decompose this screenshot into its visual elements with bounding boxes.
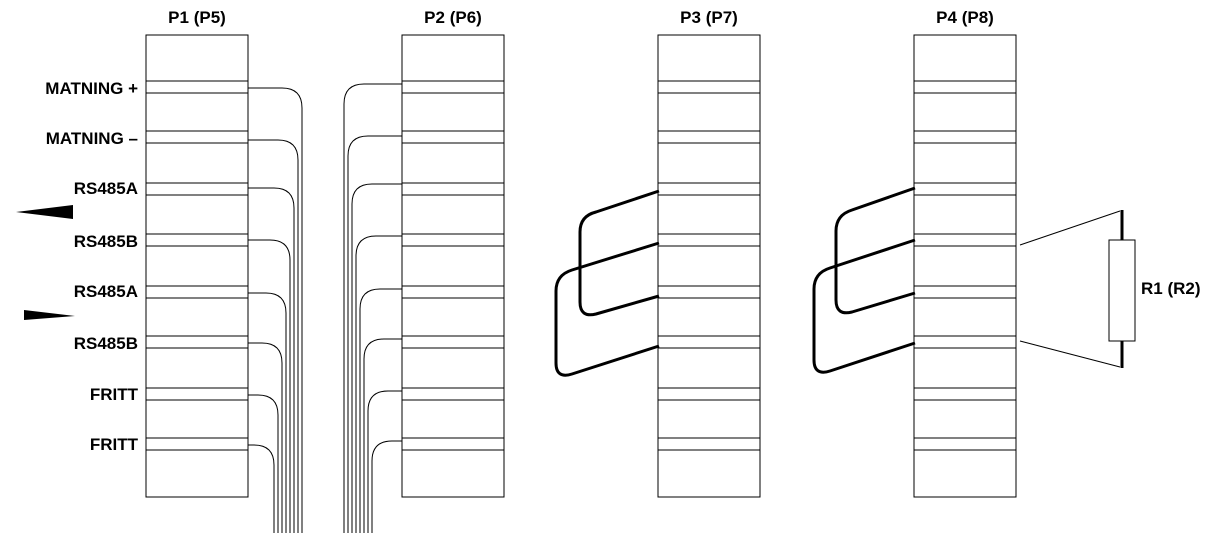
wire-p1-8 [248,444,275,533]
wire-p2-3 [351,183,402,533]
wire-p1-3 [248,187,295,533]
jumper-p3-a [578,189,660,317]
terminal-block-p2 [401,34,505,498]
wire-p2-2 [347,135,402,533]
pin-label-rs485a-out: RS485A [74,282,138,301]
wire-p1-5 [248,292,287,533]
cable-wires [248,83,402,533]
wire-p2-4 [355,235,402,533]
jumpers-p3 [554,189,660,377]
jumper-p4-a [834,186,916,315]
jumper-p4-b [812,238,916,374]
jumper-p3-b [554,241,660,377]
terminal-block-p3 [657,34,761,498]
resistor-label: R1 (R2) [1141,279,1201,298]
arrow-out-icon [24,310,75,320]
pin-label-rs485b-out: RS485B [74,334,138,353]
pin-label-matning-plus: MATNING + [45,79,138,98]
arrow-in-icon [16,205,73,219]
jumpers-p4 [812,186,916,374]
termination-resistor [1019,210,1136,368]
wire-p2-8 [371,440,402,533]
wire-p1-7 [248,394,279,533]
resistor-body [1108,239,1136,342]
wire-p1-4 [248,239,291,533]
wire-p1-6 [248,342,283,533]
pin-label-fritt-1: FRITT [90,385,139,404]
wire-p1-2 [248,139,299,533]
terminal-slots [146,80,1016,451]
pin-label-fritt-2: FRITT [90,435,139,454]
resistor-lead-top [1019,210,1121,246]
pin-label-matning-minus: MATNING – [46,129,138,148]
wire-p2-7 [367,390,402,533]
terminal-block-p4 [913,34,1017,498]
pin-label-rs485a-in: RS485A [74,179,138,198]
wire-p1-1 [248,87,303,533]
block-label-p4: P4 (P8) [936,8,994,27]
terminal-block-p1 [145,34,249,498]
wire-p2-1 [343,83,402,533]
wire-p2-6 [363,338,402,533]
block-label-p1: P1 (P5) [168,8,226,27]
pin-label-rs485b-in: RS485B [74,232,138,251]
wire-p2-5 [359,288,402,533]
resistor-lead-bottom [1019,340,1121,368]
block-label-p3: P3 (P7) [680,8,738,27]
block-label-p2: P2 (P6) [424,8,482,27]
